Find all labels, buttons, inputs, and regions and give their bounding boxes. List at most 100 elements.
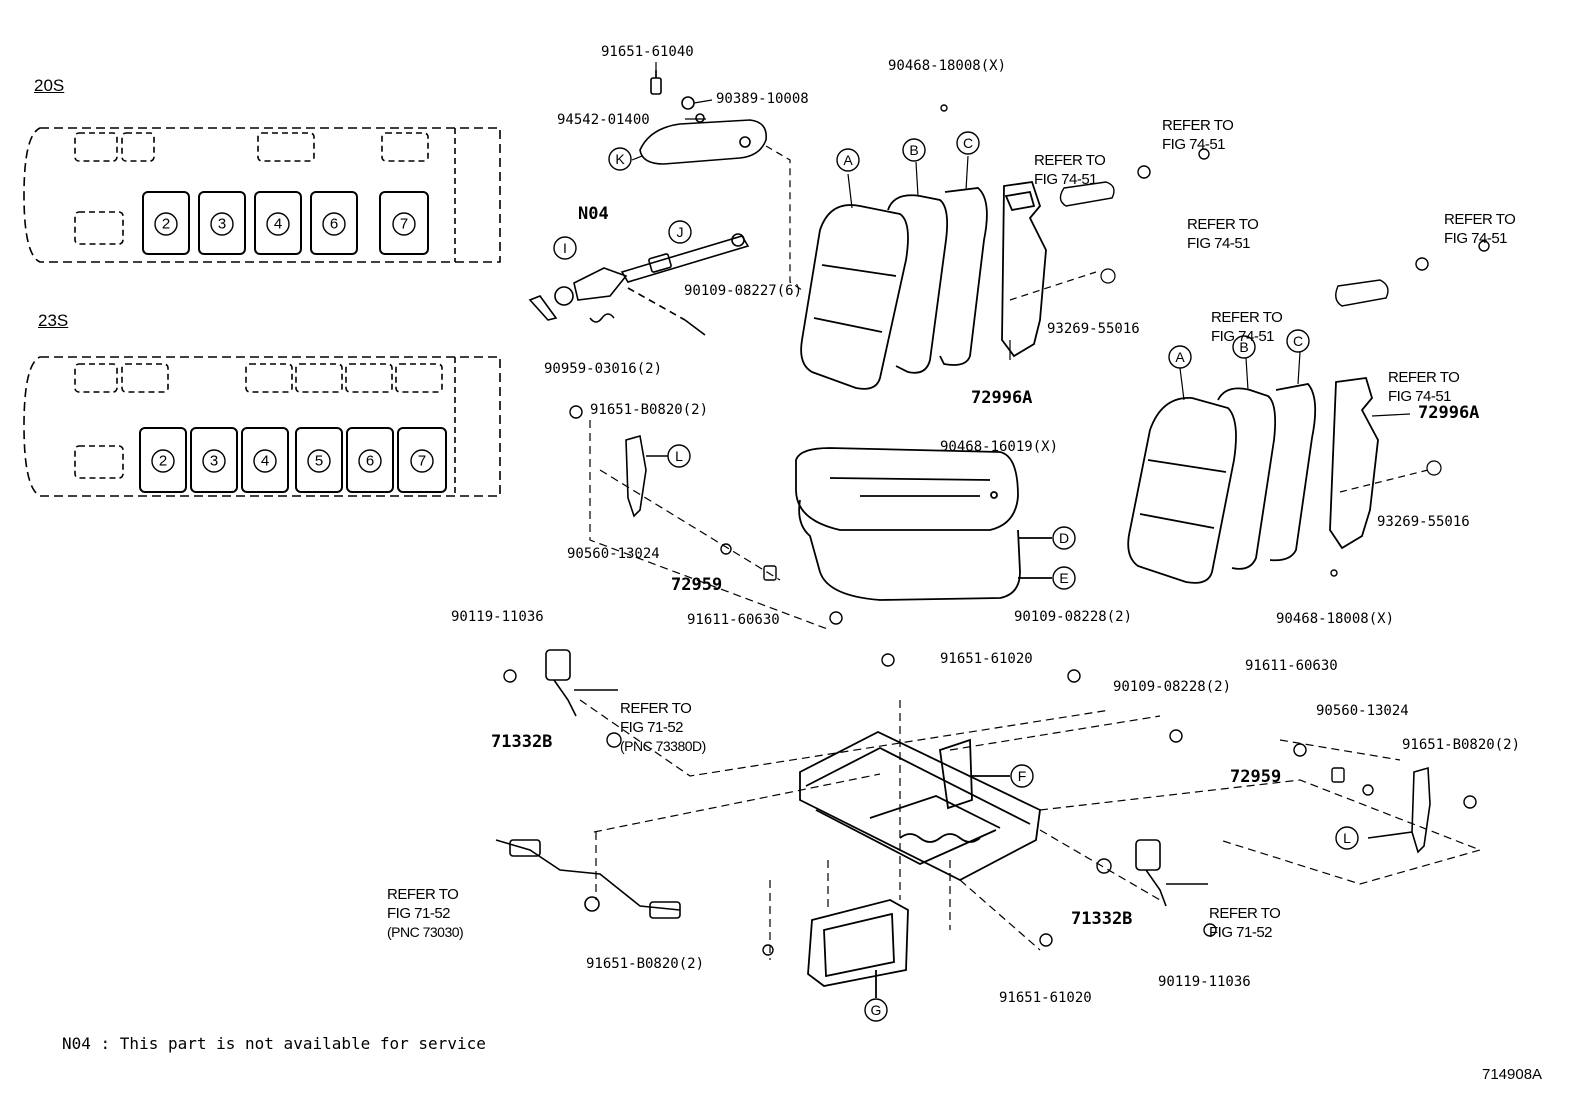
svg-text:3: 3 bbox=[218, 216, 226, 233]
buckle-right bbox=[1135, 839, 1208, 907]
buckle-left bbox=[545, 649, 618, 717]
callout-k-label: K bbox=[615, 151, 625, 167]
part-91611-60630-a: 91611-60630 bbox=[687, 612, 780, 628]
callout-b-1 bbox=[902, 138, 926, 162]
callout-e bbox=[1052, 566, 1076, 590]
seatback-group-1-leaders bbox=[847, 155, 1116, 360]
svg-text:7: 7 bbox=[400, 216, 408, 233]
callout-c-2 bbox=[1286, 329, 1310, 353]
seat-cushion bbox=[795, 447, 1052, 601]
part-72959-a: 72959 bbox=[671, 575, 723, 595]
leader-lines-top bbox=[631, 62, 806, 293]
seatback-group-1 bbox=[800, 181, 1047, 390]
svg-text:7: 7 bbox=[418, 453, 426, 470]
callout-k bbox=[608, 147, 632, 171]
part-90119-11036-b: 90119-11036 bbox=[1158, 974, 1251, 990]
part-91651-b0820-a: 91651-B0820(2) bbox=[590, 402, 709, 418]
svg-text:5: 5 bbox=[315, 453, 323, 470]
callout-j bbox=[668, 220, 692, 244]
handle-g bbox=[807, 899, 909, 998]
svg-text:4: 4 bbox=[274, 216, 282, 233]
part-90959-03016: 90959-03016(2) bbox=[544, 361, 663, 377]
part-72996a-a: 72996A bbox=[971, 388, 1033, 408]
belt-left bbox=[495, 839, 681, 919]
callout-circles bbox=[553, 131, 1359, 1022]
part-90560-13024-a: 90560-13024 bbox=[567, 546, 660, 562]
part-71332b-a: 71332B bbox=[491, 732, 553, 752]
armrest-k bbox=[639, 70, 767, 165]
svg-text:2: 2 bbox=[162, 216, 170, 233]
callout-a1-label: A bbox=[843, 152, 853, 168]
callout-a2-label: A bbox=[1175, 349, 1185, 365]
callout-j-label: J bbox=[677, 224, 684, 240]
callout-c1-label: C bbox=[963, 135, 973, 151]
callout-a-2 bbox=[1168, 345, 1192, 369]
seatback-group-2-leaders bbox=[1179, 351, 1442, 493]
part-90468-18008-right: 90468-18008(X) bbox=[1276, 611, 1395, 627]
layout-20s-label: 20S bbox=[34, 76, 65, 95]
svg-text:6: 6 bbox=[330, 216, 338, 233]
part-90389-10008: 90389-10008 bbox=[716, 91, 809, 107]
callout-l2-label: L bbox=[1343, 830, 1351, 846]
part-90109-08227: 90109-08227(6) bbox=[684, 283, 803, 299]
part-93269-55016-b: 93269-55016 bbox=[1377, 514, 1470, 530]
callout-l-1 bbox=[667, 444, 691, 468]
callout-b1-label: B bbox=[909, 142, 918, 158]
svg-text:2: 2 bbox=[159, 453, 167, 470]
callout-f bbox=[1010, 764, 1034, 788]
part-72996a-b: 72996A bbox=[1418, 403, 1480, 423]
figure-number: 714908A bbox=[1482, 1066, 1543, 1083]
part-90468-18008-top: 90468-18008(X) bbox=[888, 58, 1007, 74]
svg-text:6: 6 bbox=[366, 453, 374, 470]
seat-number-labels: 2 3 4 6 7 2 3 4 5 6 7 bbox=[159, 216, 426, 470]
recline-mechanism bbox=[528, 233, 750, 336]
layout-23s-outline bbox=[23, 356, 501, 497]
dashed-connectors bbox=[579, 420, 1482, 960]
callout-c2-label: C bbox=[1293, 333, 1303, 349]
layout-20s-seats bbox=[142, 191, 429, 255]
svg-text:3: 3 bbox=[210, 453, 218, 470]
callout-c-1 bbox=[956, 131, 980, 155]
callout-letters: K I J A B C A B C D E F G L L bbox=[563, 135, 1351, 1018]
layout-23s-seats bbox=[139, 427, 447, 493]
callout-i bbox=[553, 236, 577, 260]
part-93269-55016-a: 93269-55016 bbox=[1047, 321, 1140, 337]
part-91651-b0820-c: 91651-B0820(2) bbox=[586, 956, 705, 972]
callout-b2-label: B bbox=[1239, 339, 1248, 355]
callout-f-label: F bbox=[1018, 768, 1027, 784]
seatback-group-2 bbox=[1127, 377, 1379, 584]
svg-text:4: 4 bbox=[261, 453, 269, 470]
part-94542-01400: 94542-01400 bbox=[557, 112, 650, 128]
callout-g-label: G bbox=[871, 1002, 882, 1018]
callout-l1-label: L bbox=[675, 448, 683, 464]
part-71332b-b: 71332B bbox=[1071, 909, 1133, 929]
part-90119-11036-a: 90119-11036 bbox=[451, 609, 544, 625]
fasteners bbox=[503, 104, 1490, 956]
part-90468-16019: 90468-16019(X) bbox=[940, 439, 1059, 455]
callout-d bbox=[1052, 526, 1076, 550]
part-90109-08228-a: 90109-08228(2) bbox=[1014, 609, 1133, 625]
callout-i-label: I bbox=[563, 240, 567, 256]
part-91611-60630-b: 91611-60630 bbox=[1245, 658, 1338, 674]
part-91651-61040: 91651-61040 bbox=[601, 44, 694, 60]
part-91651-61020-a: 91651-61020 bbox=[940, 651, 1033, 667]
callout-d-label: D bbox=[1059, 530, 1069, 546]
footnote: N04 : This part is not available for ser… bbox=[62, 1034, 486, 1053]
layout-20s-outline bbox=[23, 127, 501, 263]
callout-b-2 bbox=[1232, 335, 1256, 359]
layout-23s-label: 23S bbox=[38, 311, 69, 330]
part-90109-08228-b: 90109-08228(2) bbox=[1113, 679, 1232, 695]
n04-label: N04 bbox=[578, 204, 609, 224]
part-91651-b0820-b: 91651-B0820(2) bbox=[1402, 737, 1521, 753]
callout-g bbox=[864, 998, 888, 1022]
part-90560-13024-b: 90560-13024 bbox=[1316, 703, 1409, 719]
